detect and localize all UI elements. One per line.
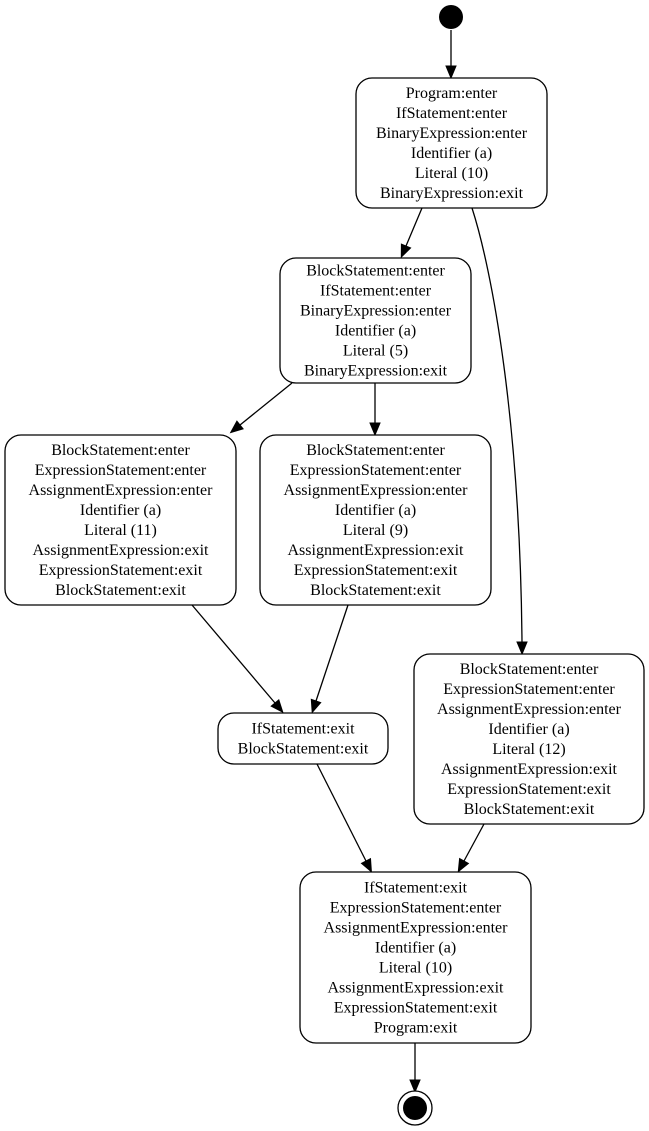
state-event-label: BinaryExpression:exit: [304, 363, 448, 380]
state-event-label: IfStatement:enter: [320, 283, 432, 300]
edge-line: [405, 207, 423, 247]
edge-s1-to-s6: [471, 207, 528, 656]
edge-line: [463, 823, 485, 862]
state-event-label: AssignmentExpression:enter: [284, 482, 469, 499]
state-event-label: Literal (12): [492, 741, 565, 758]
state-event-label: BlockStatement:exit: [464, 801, 595, 818]
arrowhead-icon: [516, 641, 528, 656]
state-event-label: ExpressionStatement:exit: [294, 562, 458, 579]
arrowhead-icon: [369, 422, 381, 437]
state-box: [299, 871, 532, 1044]
state-event-label: ExpressionStatement:enter: [443, 681, 615, 698]
state-event-label: Identifier (a): [375, 940, 456, 957]
state-event-label: ExpressionStatement:exit: [39, 562, 203, 579]
state-event-label: Identifier (a): [335, 323, 416, 340]
state-event-label: Literal (9): [343, 522, 408, 539]
final-state-icon: [397, 1090, 433, 1126]
arrowhead-icon: [360, 857, 372, 873]
edge-s2-to-s4: [369, 383, 381, 437]
edge-s6-to-s7: [457, 823, 485, 873]
state-event-label: BlockStatement:exit: [238, 741, 369, 758]
state-event-label: BinaryExpression:enter: [376, 125, 528, 142]
state-event-label: BinaryExpression:exit: [380, 185, 524, 202]
edge-s2-to-s3: [229, 382, 293, 434]
arrowhead-icon: [400, 243, 412, 259]
arrowhead-icon: [229, 420, 244, 434]
final-state-inner-dot: [403, 1096, 427, 1120]
edges-layer: [191, 30, 528, 1094]
state-event-label: Identifier (a): [335, 502, 416, 519]
state-node-s7: IfStatement:exitExpressionStatement:ente…: [299, 871, 532, 1044]
edge-s7-to-final: [409, 1043, 421, 1094]
state-event-label: ExpressionStatement:enter: [330, 900, 502, 917]
edge-s5-to-s7: [316, 763, 372, 873]
state-event-label: IfStatement:exit: [251, 721, 355, 738]
state-box: [413, 653, 645, 825]
state-event-label: Literal (5): [343, 343, 408, 360]
state-event-label: AssignmentExpression:enter: [29, 482, 214, 499]
nodes-layer: Program:enterIfStatement:enterBinaryExpr…: [4, 5, 645, 1126]
state-event-label: Identifier (a): [488, 721, 569, 738]
state-event-label: BlockStatement:enter: [51, 442, 190, 459]
state-event-label: BinaryExpression:enter: [300, 303, 452, 320]
edge-s1-to-s2: [400, 207, 423, 259]
state-box: [279, 257, 472, 384]
state-event-label: Identifier (a): [411, 145, 492, 162]
state-event-label: Literal (10): [379, 960, 452, 977]
state-event-label: ExpressionStatement:exit: [447, 781, 611, 798]
edge-s4-to-s5: [310, 604, 349, 714]
edge-line: [316, 763, 367, 862]
state-event-label: Program:exit: [374, 1020, 458, 1037]
state-event-label: AssignmentExpression:enter: [324, 920, 509, 937]
state-box: [4, 434, 237, 606]
state-event-label: Identifier (a): [80, 502, 161, 519]
state-event-label: AssignmentExpression:exit: [441, 761, 618, 778]
state-event-label: AssignmentExpression:enter: [437, 701, 622, 718]
arrowhead-icon: [270, 698, 284, 714]
arrowhead-icon: [445, 65, 457, 80]
state-event-label: BlockStatement:enter: [460, 661, 599, 678]
state-event-label: ExpressionStatement:enter: [290, 462, 462, 479]
state-node-s1: Program:enterIfStatement:enterBinaryExpr…: [355, 77, 548, 209]
initial-state-icon: [439, 5, 463, 29]
arrowhead-icon: [310, 698, 322, 714]
state-event-label: Literal (11): [84, 522, 157, 539]
state-node-s3: BlockStatement:enterExpressionStatement:…: [4, 434, 237, 606]
edge-initial-to-s1: [445, 30, 457, 80]
state-event-label: ExpressionStatement:enter: [35, 462, 207, 479]
state-event-label: ExpressionStatement:exit: [334, 1000, 498, 1017]
state-event-label: BlockStatement:exit: [55, 582, 186, 599]
edge-line: [315, 604, 349, 702]
state-event-label: Literal (10): [415, 165, 488, 182]
state-event-label: BlockStatement:enter: [306, 442, 445, 459]
edge-line: [191, 604, 276, 704]
state-event-label: Program:enter: [406, 85, 498, 102]
state-node-s4: BlockStatement:enterExpressionStatement:…: [259, 434, 492, 606]
edge-line: [239, 382, 293, 426]
state-event-label: IfStatement:enter: [396, 105, 508, 122]
state-event-label: AssignmentExpression:exit: [33, 542, 210, 559]
state-event-label: AssignmentExpression:exit: [288, 542, 465, 559]
state-box: [217, 712, 389, 765]
state-box: [259, 434, 492, 606]
edge-s3-to-s5: [191, 604, 284, 714]
state-event-label: BlockStatement:exit: [310, 582, 441, 599]
arrowhead-icon: [409, 1079, 421, 1094]
edge-line: [471, 207, 523, 643]
state-node-s6: BlockStatement:enterExpressionStatement:…: [413, 653, 645, 825]
state-box: [355, 77, 548, 209]
state-event-label: AssignmentExpression:exit: [328, 980, 505, 997]
arrowhead-icon: [457, 857, 470, 873]
state-node-s2: BlockStatement:enterIfStatement:enterBin…: [279, 257, 472, 384]
state-event-label: BlockStatement:enter: [306, 263, 445, 280]
state-event-label: IfStatement:exit: [364, 880, 468, 897]
